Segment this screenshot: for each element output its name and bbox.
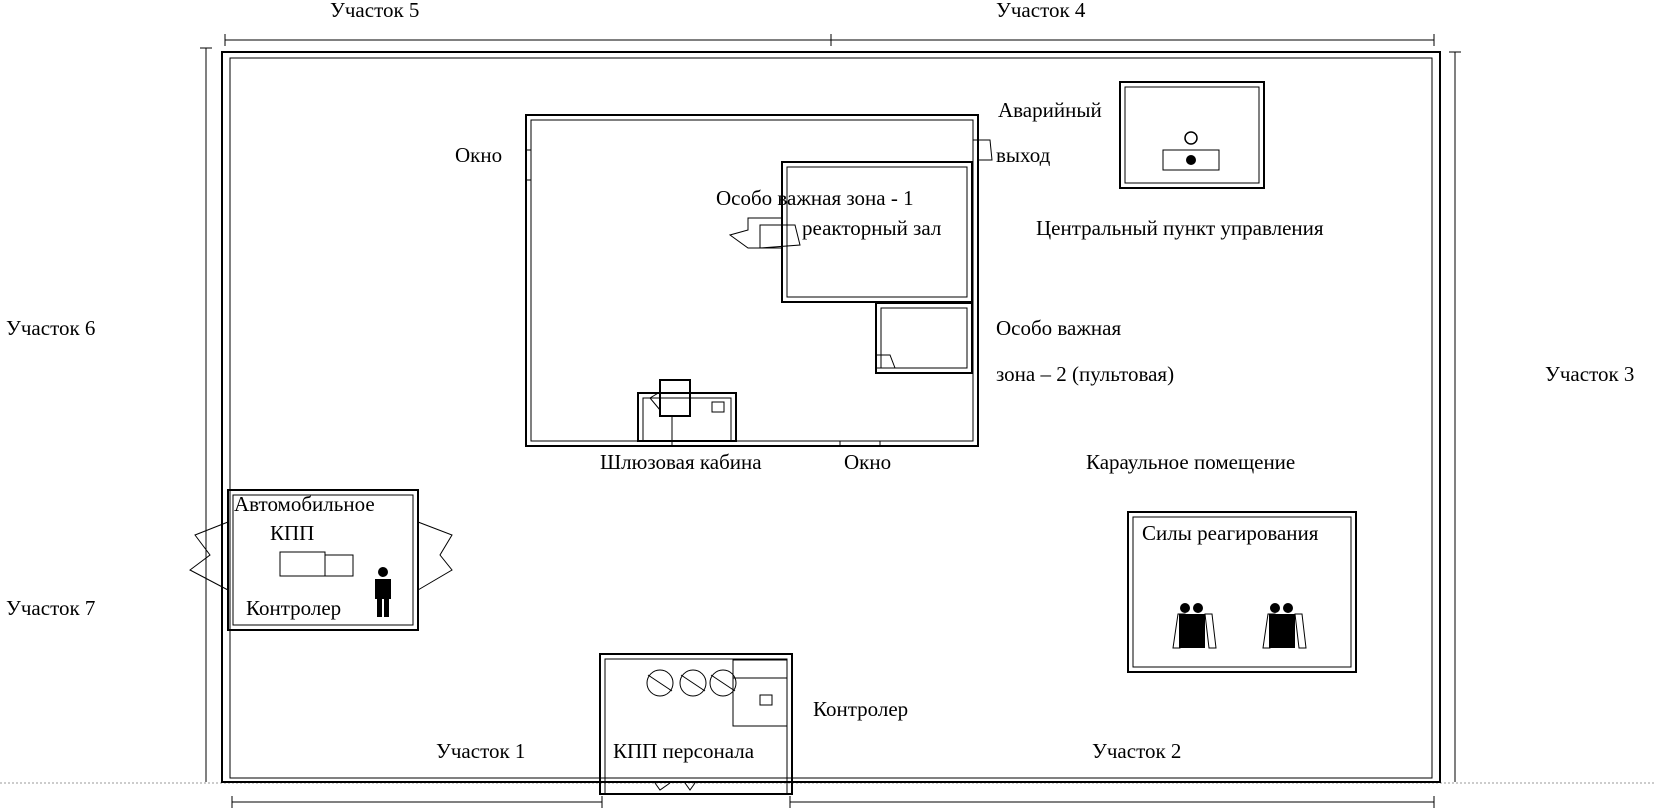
zone-1-label-2: реакторный зал	[802, 216, 941, 240]
truck-icon	[279, 551, 326, 577]
section-4-label: Участок 4	[996, 0, 1086, 22]
operator-icon	[1184, 131, 1198, 145]
turnstile-icon	[711, 401, 725, 413]
window-left-label: Окно	[455, 143, 502, 167]
section-3-label: Участок 3	[1545, 362, 1634, 386]
right-gate	[417, 521, 453, 591]
turnstiles-icon	[646, 669, 737, 697]
desk-icon	[1162, 149, 1220, 171]
zone-2-control-room	[875, 302, 973, 374]
vehicle-checkpoint-label-2: КПП	[270, 521, 314, 545]
reactor-building	[525, 114, 993, 447]
left-gate	[189, 521, 229, 591]
response-forces-room	[1127, 511, 1357, 673]
central-control-point	[1119, 81, 1265, 189]
airlock-cabin	[637, 379, 737, 446]
window-bottom-label: Окно	[844, 450, 891, 474]
zone-2-label-1: Особо важная	[996, 316, 1121, 340]
vehicle-checkpoint-label-1: Автомобильное	[234, 492, 375, 516]
guards-group-icon	[1172, 603, 1307, 649]
section-6-label: Участок 6	[6, 316, 95, 340]
zone-1-label-1: Особо важная зона - 1	[716, 186, 914, 210]
emergency-exit-label-1: Аварийный	[998, 98, 1102, 122]
section-1-label: Участок 1	[436, 739, 525, 763]
guard-room-label: Караульное помещение	[1086, 450, 1295, 474]
emergency-exit-door	[973, 139, 993, 161]
dimension-lines	[200, 34, 1461, 808]
control-point-label: Центральный пункт управления	[1036, 216, 1324, 240]
turnstile-icon-2	[759, 694, 773, 706]
section-7-label: Участок 7	[6, 596, 95, 620]
perimeter-fence	[221, 51, 1441, 783]
section-5-label: Участок 5	[330, 0, 419, 22]
airlock-label: Шлюзовая кабина	[600, 450, 762, 474]
console-icon	[1186, 155, 1196, 165]
personnel-checkpoint-label: КПП персонала	[613, 739, 755, 763]
controller-vehicle-label: Контролер	[246, 596, 341, 620]
personnel-checkpoint	[599, 653, 793, 795]
section-2-label: Участок 2	[1092, 739, 1181, 763]
zone-2-label-2: зона – 2 (пультовая)	[996, 362, 1174, 386]
controller-personnel-label: Контролер	[813, 697, 908, 721]
vehicle-checkpoint	[189, 489, 453, 631]
response-forces-label: Силы реагирования	[1142, 521, 1319, 545]
controller-icon	[375, 567, 391, 617]
entrance-door	[654, 782, 696, 791]
emergency-exit-label-2: выход	[996, 143, 1051, 167]
